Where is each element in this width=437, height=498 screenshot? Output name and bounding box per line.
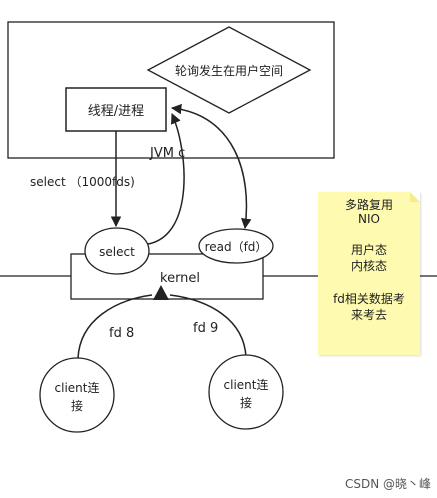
jvm-user-space-box: [7, 21, 335, 159]
polling-note: 轮询发生在用户空间: [175, 63, 283, 78]
client-left-line2: 接: [71, 398, 83, 413]
client-node-left: [39, 357, 115, 433]
jvm-box-label: JVM c: [149, 146, 185, 161]
client-node-right: [208, 354, 284, 430]
fd-merge-arrowhead: [153, 285, 169, 300]
read-call-curve: [170, 103, 252, 230]
fd-right-label: fd 9: [193, 321, 218, 336]
sticky-note: 多路复用 NIO 用户态 内核态 fd相关数据考 来考去: [318, 192, 420, 355]
client-left-line1: client连: [55, 380, 100, 395]
client-right-line2: 接: [240, 395, 252, 410]
select-call-label: select （1000fds): [30, 175, 135, 189]
sticky-line-fd-copy-2: 来考去: [350, 308, 387, 322]
select-return-curve: [147, 113, 185, 245]
read-node-label: read（fd）: [205, 240, 268, 254]
sticky-note-fold: [410, 192, 420, 202]
watermark: CSDN @晓丶峰: [344, 477, 431, 491]
fd8-curve: [77, 294, 153, 359]
fd-left-label: fd 8: [109, 326, 134, 341]
kernel-label: kernel: [160, 271, 200, 286]
sticky-line-fd-copy-1: fd相关数据考: [333, 292, 405, 306]
select-node: [84, 227, 150, 275]
sticky-line-nio: NIO: [358, 212, 380, 226]
select-node-label: select: [99, 245, 135, 259]
sticky-line-user-mode: 用户态: [350, 243, 387, 257]
client-right-line1: client连: [224, 377, 269, 392]
fd9-curve: [169, 294, 247, 358]
thread-process-box: [65, 87, 167, 132]
sticky-line-multiplexing: 多路复用: [344, 198, 393, 212]
sticky-line-kernel-mode: 内核态: [350, 259, 387, 273]
thread-process-label: 线程/进程: [88, 104, 144, 119]
read-node: [198, 228, 274, 264]
